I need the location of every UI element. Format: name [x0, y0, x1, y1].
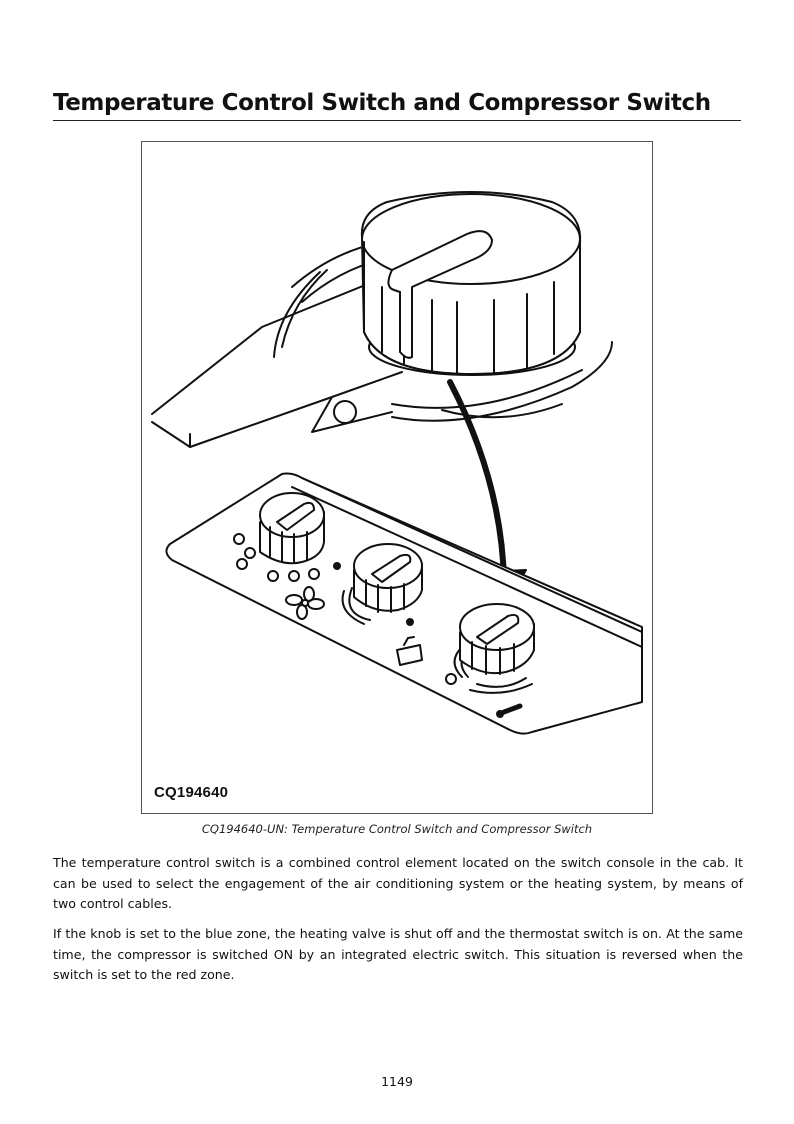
enlarged-panel-outline: [151, 241, 613, 448]
compressor-symbol-icon: [396, 636, 423, 666]
illustration-figure: CQ194640: [141, 141, 653, 814]
enlarged-knob-icon: [360, 191, 582, 376]
control-console-illustration: [151, 191, 643, 735]
fan-speed-knob-icon: [259, 492, 325, 565]
temperature-knob-icon: [459, 603, 535, 675]
body-paragraph: The temperature control switch is a comb…: [53, 855, 743, 911]
fan-icon: [285, 586, 325, 620]
mode-knob-icon: [353, 543, 423, 613]
thermometer-icon: [496, 703, 523, 718]
page-title: Temperature Control Switch and Compresso…: [53, 86, 741, 121]
page-number: 1149: [381, 1074, 413, 1089]
pointer-arrow-icon: [447, 379, 507, 585]
figure-caption: CQ194640-UN: Temperature Control Switch …: [201, 822, 593, 836]
body-paragraph: If the knob is set to the blue zone, the…: [53, 926, 743, 982]
figure-id-label: CQ194640: [154, 784, 229, 801]
